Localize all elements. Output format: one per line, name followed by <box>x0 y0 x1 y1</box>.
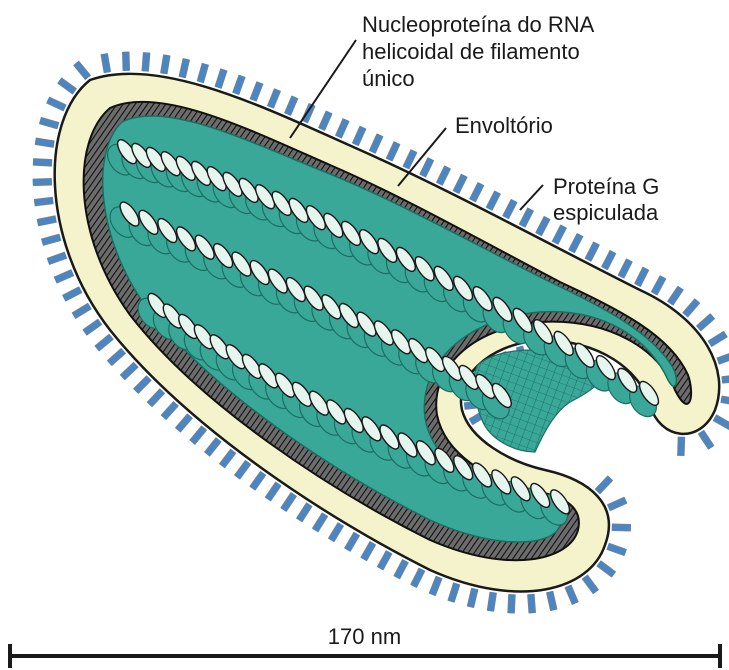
spike-glycoprotein <box>413 569 422 586</box>
spike-glycoprotein <box>423 159 431 176</box>
scale-bar-label: 170 nm <box>0 624 729 650</box>
spike-glycoprotein <box>338 120 346 137</box>
spike-glycoprotein <box>253 83 260 101</box>
envelope-label: Envoltório <box>455 113 553 139</box>
spike-glycoprotein <box>37 219 56 223</box>
spike-glycoprotein <box>406 151 414 168</box>
nucleoprotein-label-line-2: helicoidal de filamento <box>362 39 580 65</box>
spike-glycoprotein <box>321 112 329 129</box>
spike-glycoprotein <box>490 592 493 611</box>
spike-glycoprotein <box>531 594 532 613</box>
spike-glycoprotein <box>451 584 457 602</box>
spike-glycoprotein <box>380 552 389 569</box>
nucleoprotein-label-line-1: Nucleoproteína do RNA <box>362 12 594 38</box>
g-protein-label-line-1: Proteína G <box>553 174 659 200</box>
spike-glycoprotein <box>164 55 167 74</box>
spike-glycoprotein <box>604 252 613 269</box>
spike-glycoprotein <box>182 59 186 78</box>
spike-glycoprotein <box>522 209 531 226</box>
spike-glycoprotein <box>506 201 515 218</box>
spike-glycoprotein <box>236 76 242 94</box>
spike-glycoprotein <box>681 437 682 456</box>
spike-glycoprotein <box>315 514 325 530</box>
spike-glycoprotein <box>511 594 512 613</box>
spike-glycoprotein <box>621 260 630 277</box>
spike-glycoprotein <box>287 97 294 114</box>
spike-glycoprotein <box>55 273 72 281</box>
spike-glycoprotein <box>389 143 397 160</box>
spike-glycoprotein <box>34 200 53 202</box>
spike-glycoprotein <box>397 561 406 578</box>
spike-glycoprotein <box>33 162 52 163</box>
spike-glycoprotein <box>145 52 147 71</box>
spike-glycoprotein <box>568 586 575 603</box>
spike-glycoprotein <box>538 218 547 235</box>
spike-glycoprotein <box>364 543 373 560</box>
spike-glycoprotein <box>104 54 107 73</box>
spike-glycoprotein <box>331 524 341 540</box>
spike-glycoprotein <box>64 290 81 299</box>
spike-glycoprotein <box>439 167 447 184</box>
spike-glycoprotein <box>48 255 66 261</box>
spike-glycoprotein <box>489 192 498 209</box>
spike-glycoprotein <box>432 577 439 595</box>
spike-glycoprotein <box>721 399 729 402</box>
spike-glycoprotein <box>270 90 277 108</box>
g-protein-label-line-2: espiculada <box>553 200 658 226</box>
spike-glycoprotein <box>722 378 729 380</box>
spike-glycoprotein <box>608 500 625 508</box>
spike-glycoprotein <box>472 184 481 201</box>
nucleoprotein-label-line-3: único <box>362 66 415 92</box>
spike-glycoprotein <box>654 277 663 294</box>
spike-glycoprotein <box>126 52 127 71</box>
spike-glycoprotein <box>74 306 90 316</box>
spike-glycoprotein <box>347 534 357 550</box>
spike-glycoprotein <box>588 243 597 260</box>
spike-glycoprotein <box>637 268 646 285</box>
leader-line-g-protein <box>520 185 543 210</box>
spike-glycoprotein <box>555 226 564 243</box>
spike-glycoprotein <box>372 135 380 152</box>
spike-glycoprotein <box>355 127 363 144</box>
spike-glycoprotein <box>218 70 224 88</box>
spike-glycoprotein <box>710 334 726 344</box>
spike-glycoprotein <box>571 235 580 252</box>
spike-glycoprotein <box>48 100 65 108</box>
spike-glycoprotein <box>550 592 554 611</box>
spike-glycoprotein <box>35 141 54 144</box>
spike-glycoprotein <box>33 182 52 183</box>
spike-glycoprotein <box>608 546 626 552</box>
spike-glycoprotein <box>456 175 464 192</box>
